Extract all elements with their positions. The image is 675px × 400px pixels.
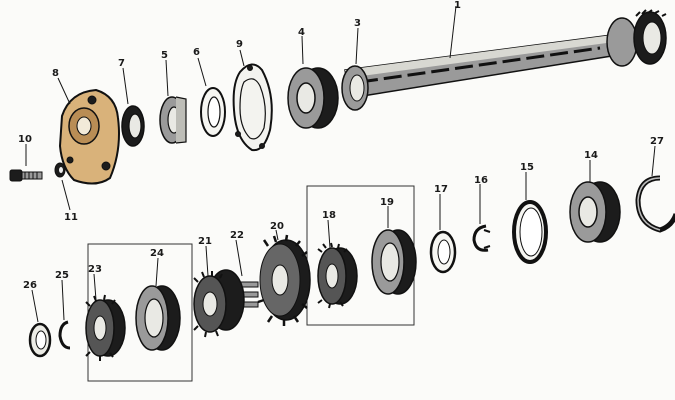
part-11-washer [54,162,66,178]
label-27: 27 [650,136,664,147]
part-20-gear [257,234,311,326]
label-3: 3 [354,18,361,29]
label-11: 11 [64,212,78,223]
label-22: 22 [230,230,244,241]
label-20: 20 [270,221,284,232]
label-17: 17 [434,184,448,195]
label-23: 23 [88,264,102,275]
part-10-bolt [9,169,43,182]
label-6: 6 [193,47,200,58]
part-21-cluster-gear [193,269,245,338]
label-4: 4 [298,27,305,38]
part-5-bush [159,96,187,144]
part-4-bearing [287,67,339,129]
part-19-synchro-sleeve [371,229,417,295]
part-9-gasket [232,63,273,152]
label-14: 14 [584,150,598,161]
part-26-washer [28,322,52,358]
label-9: 9 [236,39,243,50]
label-19: 19 [380,197,394,208]
part-18-gear [317,242,358,309]
label-1: 1 [454,0,461,11]
label-8: 8 [52,68,59,79]
part-7-seal [121,105,145,147]
label-7: 7 [118,58,125,69]
label-16: 16 [474,175,488,186]
part-24-synchro-sleeve [135,285,181,351]
label-5: 5 [161,50,168,61]
label-10: 10 [18,134,32,145]
label-26: 26 [23,280,37,291]
label-18: 18 [322,210,336,221]
part-16-clip [472,224,491,252]
part-1-mainshaft [344,9,667,99]
label-21: 21 [198,236,212,247]
label-25: 25 [55,270,69,281]
part-6-ring [200,87,226,137]
label-24: 24 [150,248,164,259]
part-23-gear [85,294,126,361]
part-3-washer [341,65,369,111]
part-8-housing [58,88,120,185]
part-14-bearing [569,181,621,243]
part-25-circlip [58,320,71,350]
part-15-ring [512,200,548,264]
label-15: 15 [520,162,534,173]
part-17-ring [429,230,457,274]
part-27-circlip [635,175,675,233]
